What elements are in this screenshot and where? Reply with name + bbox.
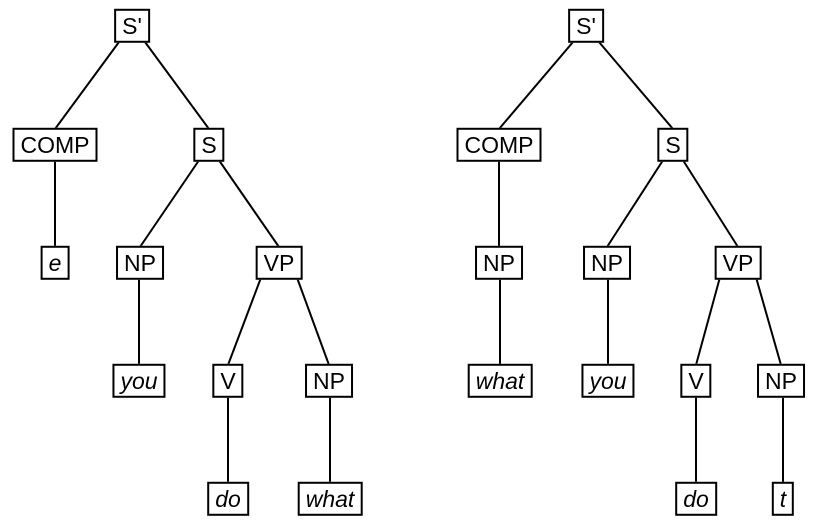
tree-right-node-np-subj: NP bbox=[583, 245, 631, 281]
tree-left-edge-s-bar-s bbox=[144, 41, 210, 130]
tree-right-node-np-obj: NP bbox=[757, 363, 805, 399]
tree-right-node-comp: COMP bbox=[456, 127, 542, 163]
tree-right-node-do: do bbox=[675, 481, 717, 517]
tree-left-edge-s-vp bbox=[218, 160, 280, 248]
tree-left-edges bbox=[54, 41, 331, 483]
tree-left-node-vp: VP bbox=[255, 245, 303, 281]
tree-right-edge-s-vp bbox=[682, 160, 739, 248]
tree-right-node-t: t bbox=[771, 481, 795, 517]
tree-left-node-do: do bbox=[207, 481, 249, 517]
tree-right-edge-vp-np-obj bbox=[755, 278, 782, 366]
tree-right-node-s: S bbox=[657, 127, 689, 163]
tree-right-node-s-bar: S' bbox=[568, 8, 604, 44]
tree-right-node-you: you bbox=[581, 363, 635, 399]
tree-right-edge-vp-v bbox=[695, 278, 721, 366]
tree-right-edge-s-bar-comp bbox=[498, 41, 574, 130]
tree-right-node-v: V bbox=[680, 363, 712, 399]
tree-left-edge-s-np-subj bbox=[139, 160, 200, 248]
tree-left-node-what: what bbox=[297, 481, 363, 517]
tree-left-node-v: V bbox=[212, 363, 244, 399]
tree-right-edges bbox=[498, 41, 784, 483]
tree-left-node-e: e bbox=[40, 245, 70, 281]
tree-right-node-vp: VP bbox=[714, 245, 762, 281]
tree-left-node-s: S bbox=[193, 127, 225, 163]
tree-left-node-comp: COMP bbox=[12, 127, 98, 163]
tree-right-node-np-comp: NP bbox=[475, 245, 523, 281]
tree-left-node-np-obj: NP bbox=[305, 363, 353, 399]
tree-right-node-what: what bbox=[467, 363, 533, 399]
tree-right-edge-s-np-subj bbox=[606, 160, 664, 248]
tree-left-edge-vp-np-obj bbox=[296, 278, 330, 366]
tree-left-node-s-bar: S' bbox=[114, 8, 150, 44]
tree-left-edge-vp-v bbox=[227, 278, 262, 366]
tree-left-node-np-subj: NP bbox=[116, 245, 164, 281]
tree-left-edge-s-bar-comp bbox=[54, 41, 120, 130]
tree-left-node-you: you bbox=[112, 363, 166, 399]
tree-right-edge-s-bar-s bbox=[598, 41, 674, 130]
